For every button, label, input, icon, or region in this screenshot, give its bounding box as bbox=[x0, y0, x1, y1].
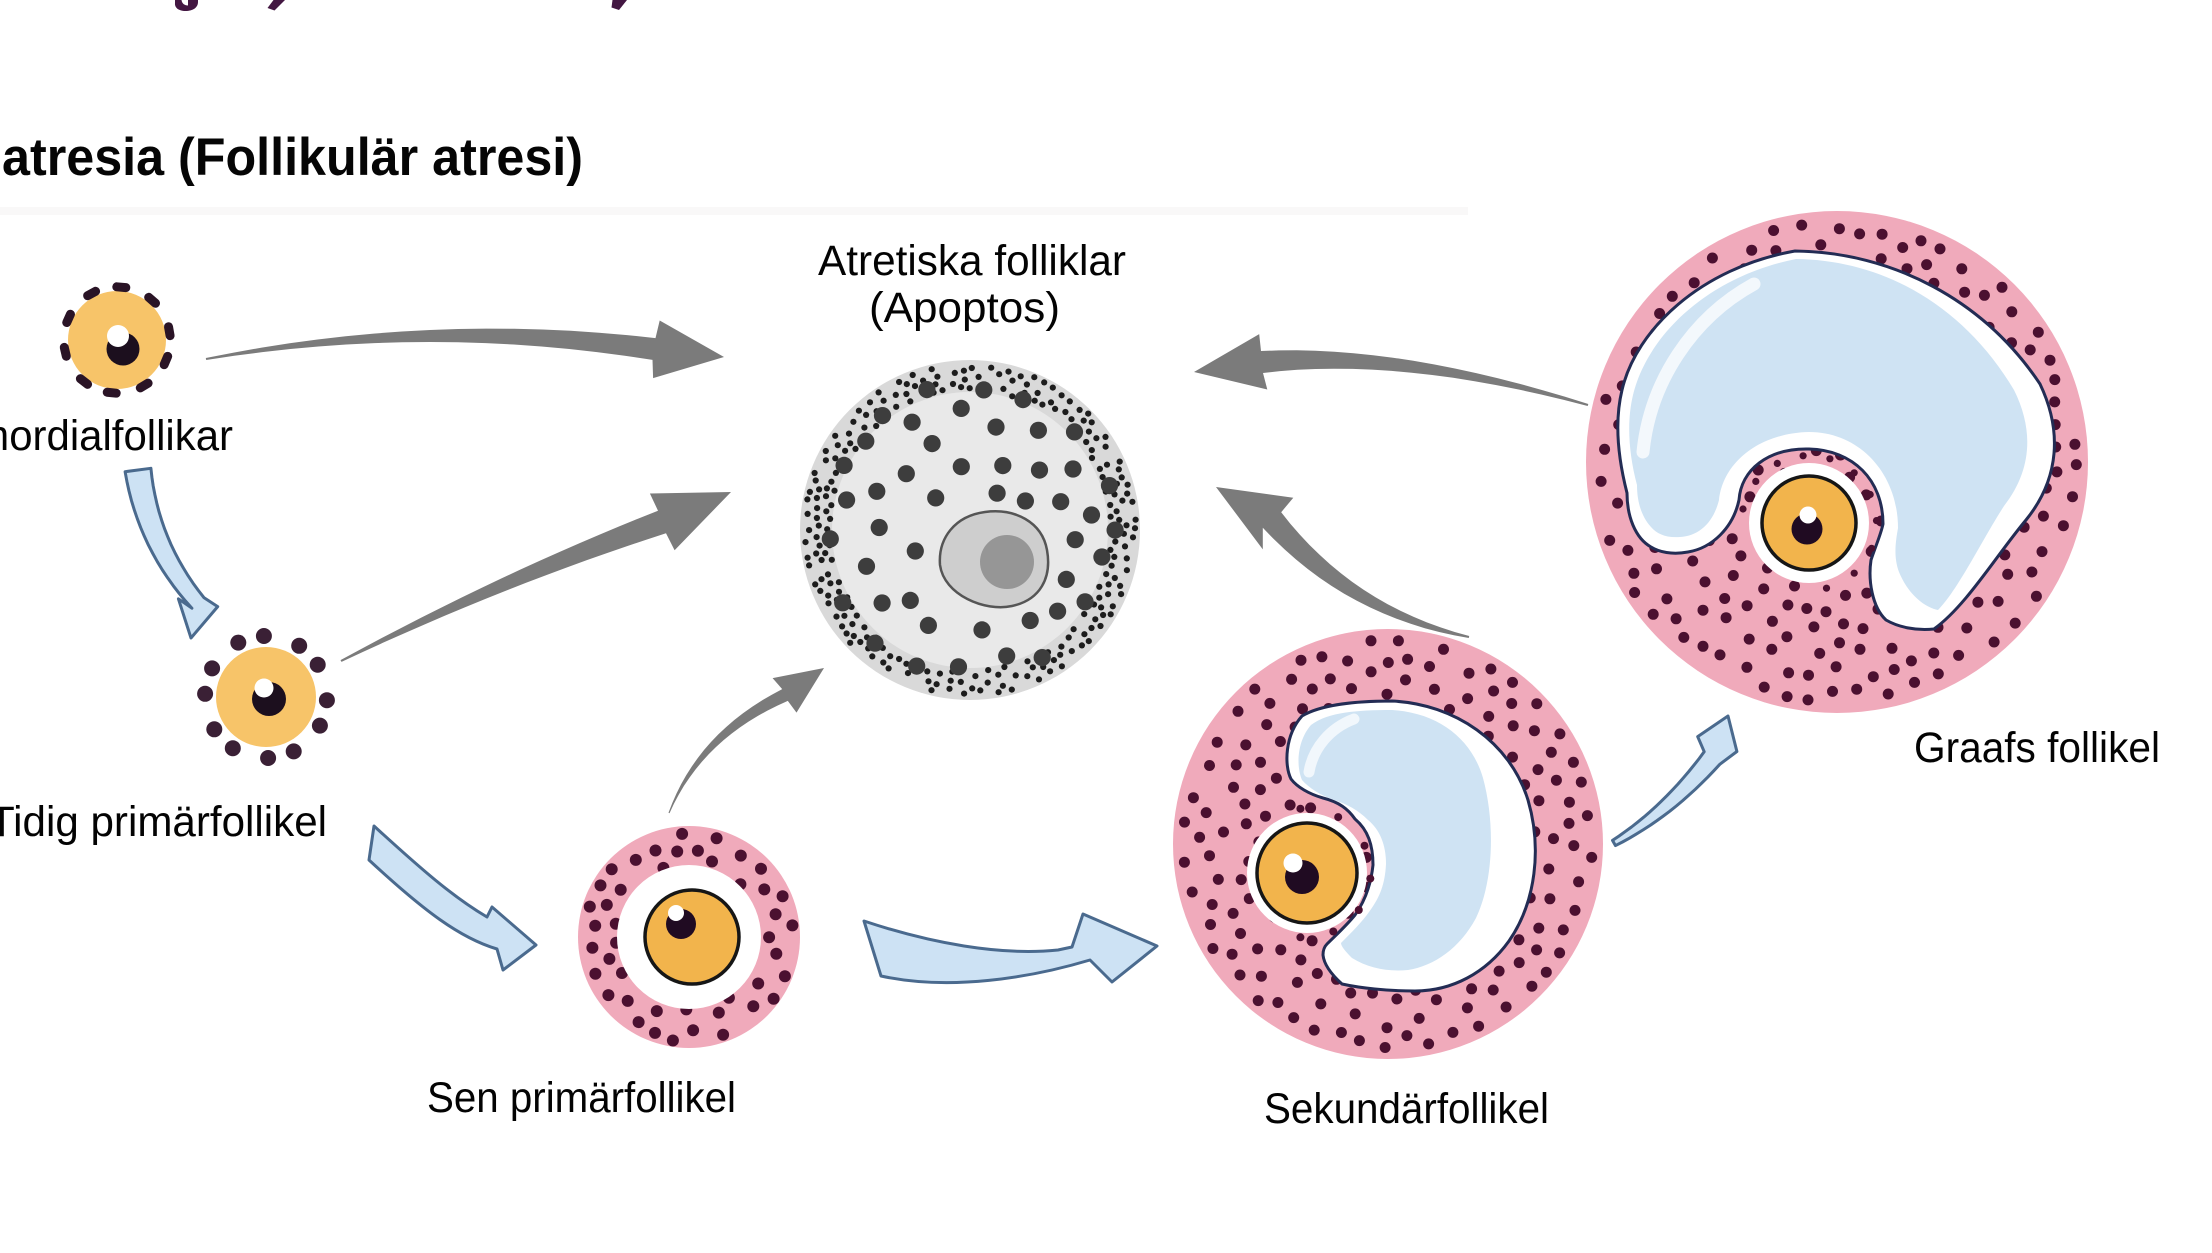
svg-text:atresia (Follikulär atresi): atresia (Follikulär atresi) bbox=[2, 128, 583, 187]
svg-text:Primordialfollikar: Primordialfollikar bbox=[0, 412, 233, 460]
svg-text:Sekundärfollikel: Sekundärfollikel bbox=[1264, 1085, 1549, 1133]
svg-text:Tidig primärfollikel: Tidig primärfollikel bbox=[0, 798, 327, 846]
svg-text:Graafs follikel: Graafs follikel bbox=[1914, 724, 2160, 772]
svg-text:(Apoptos): (Apoptos) bbox=[869, 284, 1060, 332]
svg-text:Sen primärfollikel: Sen primärfollikel bbox=[427, 1074, 736, 1122]
svg-text:Atretiska folliklar: Atretiska folliklar bbox=[818, 237, 1126, 285]
